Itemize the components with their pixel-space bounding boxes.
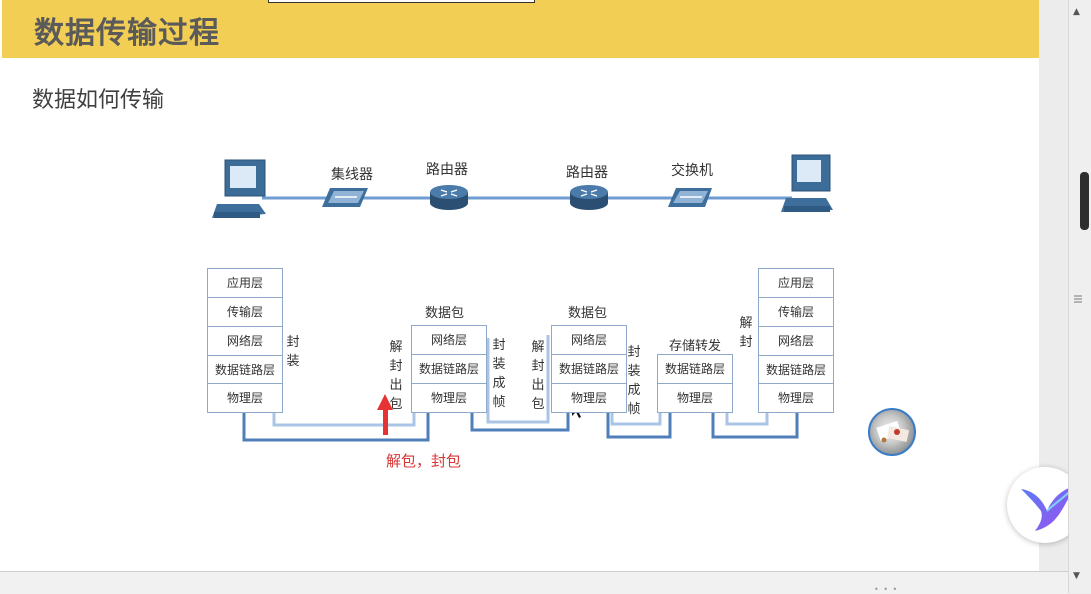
top-input-box[interactable] [268, 0, 535, 3]
scrollbar-thumb[interactable] [1080, 172, 1089, 230]
encap-frame-label: 封装成帧 [492, 338, 506, 410]
decap-label: 解封出包 [531, 340, 545, 412]
router1-stack-head: 数据包 [425, 306, 465, 321]
path-line [242, 411, 799, 442]
layer-cell: 物理层 [208, 383, 282, 412]
resize-grip-icon[interactable]: • • • [874, 585, 899, 594]
switch-icon [668, 188, 712, 207]
layer-cell: 网络层 [759, 326, 833, 355]
avatar[interactable] [868, 408, 916, 456]
left-computer-icon [212, 159, 266, 218]
router-icon [430, 185, 468, 210]
layer-cell: 传输层 [208, 297, 282, 326]
switch-protocol-stack: 数据链路层 物理层 [657, 354, 733, 413]
router-icon [570, 185, 608, 210]
left-protocol-stack: 应用层 传输层 网络层 数据链路层 物理层 [207, 268, 283, 413]
hub-label: 集线器 [331, 167, 373, 183]
hub-icon [322, 188, 368, 207]
red-up-arrow-icon [377, 394, 393, 435]
decap-label: 解封出包 [389, 340, 403, 412]
layer-cell: 数据链路层 [552, 354, 626, 383]
bottom-status-bar [0, 571, 1068, 594]
layer-cell: 数据链路层 [208, 355, 282, 384]
router2-stack-head: 数据包 [568, 306, 608, 321]
layer-cell: 应用层 [777, 276, 814, 290]
layer-cell: 数据链路层 [664, 362, 725, 376]
annotation-text: 解包，封包 [386, 452, 462, 470]
layer-cell: 传输层 [759, 297, 833, 326]
path-line-inner [272, 284, 769, 427]
layer-cell: 物理层 [759, 383, 833, 412]
avatar-image-icon [876, 420, 910, 443]
layer-cell: 数据链路层 [759, 355, 833, 384]
switch-stack-head: 存储转发 [669, 339, 722, 354]
switch-label: 交换机 [671, 163, 713, 179]
title-banner: 数据传输过程 [2, 0, 1039, 58]
router1-protocol-stack: 网络层 数据链路层 物理层 [411, 325, 487, 413]
slide-canvas: 数据传输过程 数据如何传输 [0, 0, 1039, 571]
layer-cell: 网络层 [430, 333, 467, 347]
decap-label: 解封 [739, 316, 753, 350]
encap-frame-label: 封装成帧 [627, 345, 641, 417]
router-label: 路由器 [566, 165, 608, 181]
router-label: 路由器 [426, 162, 468, 178]
layer-cell: 应用层 [226, 276, 263, 290]
page-title: 数据传输过程 [34, 16, 220, 51]
right-protocol-stack: 应用层 传输层 网络层 数据链路层 物理层 [758, 268, 834, 413]
section-subtitle: 数据如何传输 [32, 88, 165, 113]
layer-cell: 网络层 [208, 326, 282, 355]
network-diagram [212, 154, 833, 442]
layer-cell: 网络层 [570, 333, 607, 347]
right-computer-icon [781, 154, 833, 212]
scroll-down-icon[interactable]: ▼ [1073, 571, 1080, 581]
layer-cell: 物理层 [412, 383, 486, 412]
router2-protocol-stack: 网络层 数据链路层 物理层 [551, 325, 627, 413]
layer-cell: 物理层 [552, 383, 626, 412]
layer-cell: 物理层 [658, 383, 732, 412]
grip-icon [1074, 289, 1082, 303]
encap-label: 封装 [286, 335, 300, 369]
scroll-up-icon[interactable]: ▲ [1073, 7, 1080, 17]
layer-cell: 数据链路层 [412, 354, 486, 383]
